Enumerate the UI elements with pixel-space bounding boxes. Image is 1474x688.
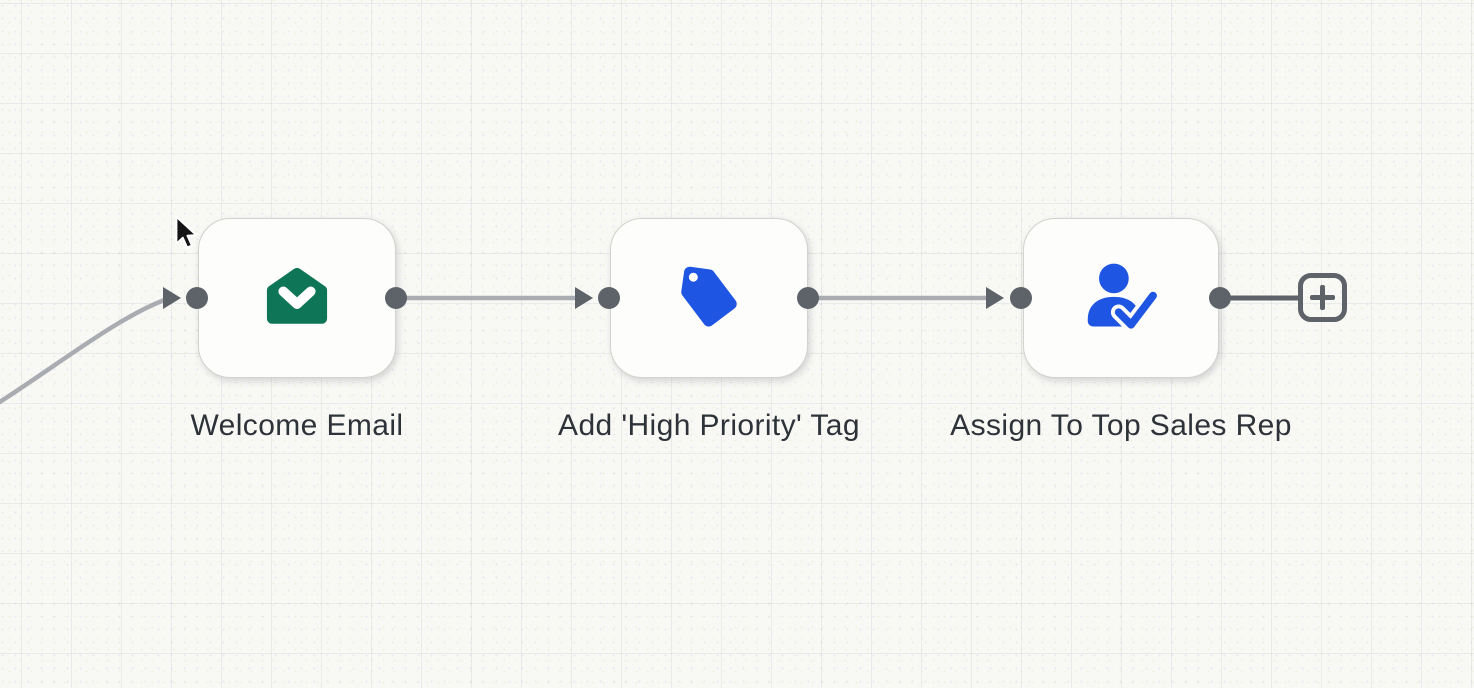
arrowhead-icon [986,287,1004,309]
workflow-node-welcome-email[interactable] [198,218,396,378]
add-node-button[interactable] [1298,273,1347,322]
output-endpoint[interactable] [385,287,407,309]
node-label-add-tag: Add 'High Priority' Tag [558,409,860,442]
input-endpoint[interactable] [1010,287,1032,309]
input-endpoint[interactable] [186,287,208,309]
output-endpoint[interactable] [1209,287,1231,309]
plus-icon [1320,285,1325,310]
workflow-node-add-tag[interactable] [610,218,808,378]
user-check-icon [1087,263,1159,333]
connection-line-incoming [0,296,168,405]
output-endpoint[interactable] [797,287,819,309]
arrowhead-icon [163,287,181,309]
arrowhead-icon [575,287,593,309]
node-label-assign-rep: Assign To Top Sales Rep [950,409,1292,442]
input-endpoint[interactable] [598,287,620,309]
node-label-welcome-email: Welcome Email [190,409,404,442]
tag-icon [681,266,737,327]
open-email-icon [266,267,328,324]
